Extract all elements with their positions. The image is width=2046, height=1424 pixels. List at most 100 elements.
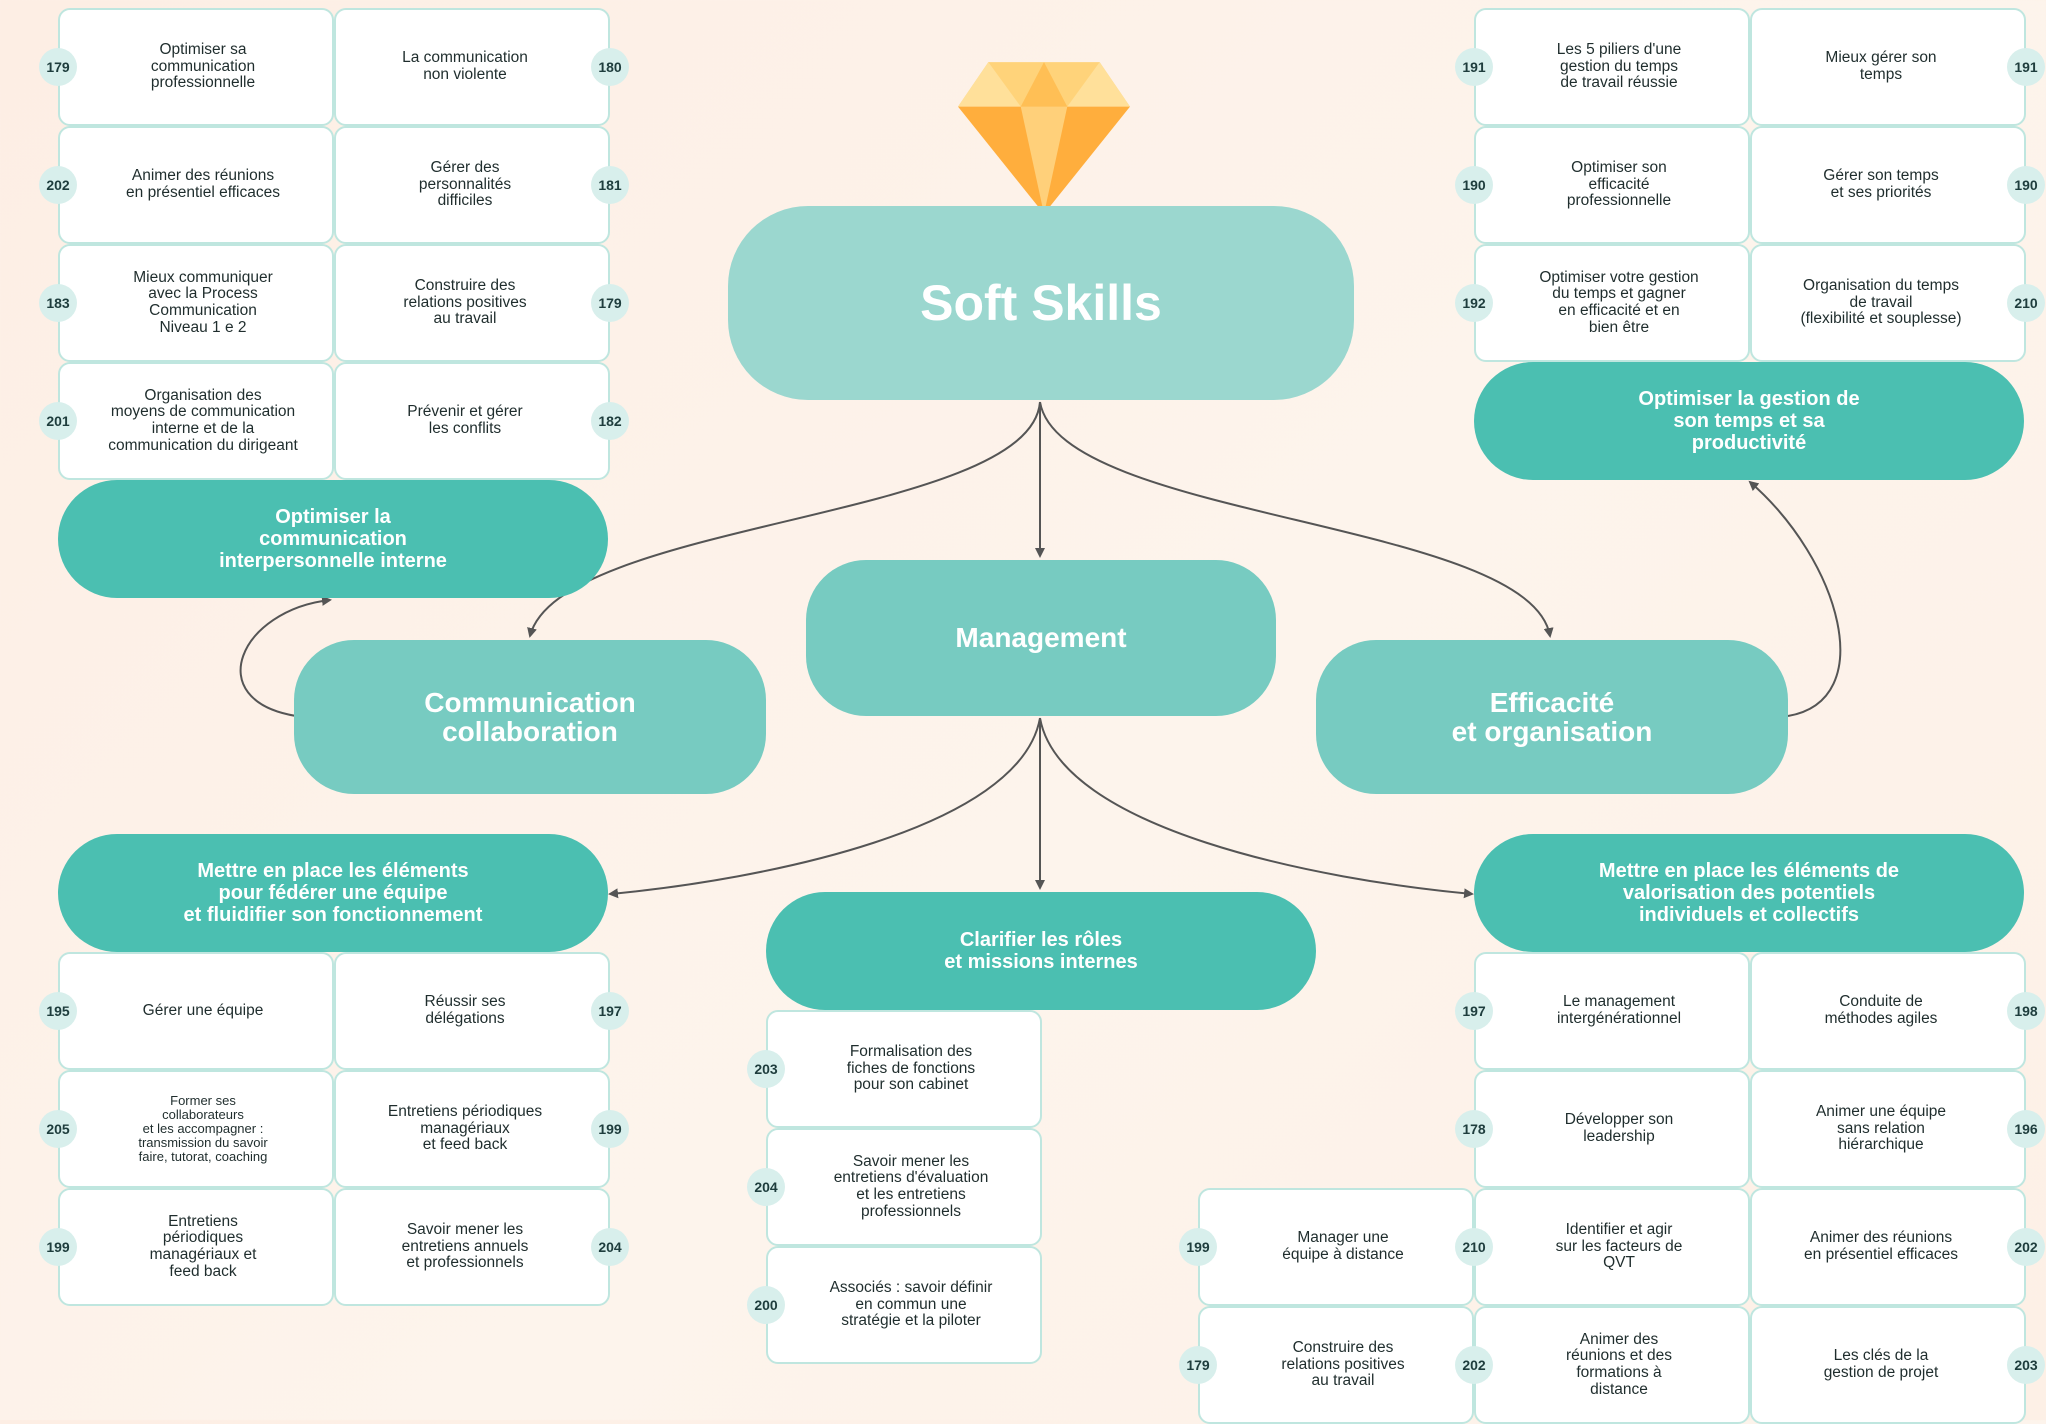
training-title: Animer des réunions en présentiel effica… — [1804, 1229, 1958, 1263]
training-card[interactable]: Mieux communiquer avec la Process Commun… — [58, 244, 334, 362]
training-title: Gérer des personnalités difficiles — [418, 158, 512, 210]
training-title: Gérer une équipe — [142, 1001, 264, 1019]
training-card[interactable]: Former ses collaborateurs et les accompa… — [58, 1070, 334, 1188]
training-card[interactable]: Le management intergénérationnel — [1474, 952, 1750, 1070]
training-card[interactable]: Prévenir et gérer les conflits — [334, 362, 610, 480]
group-title-text: Mettre en place les éléments de valorisa… — [1598, 860, 1900, 926]
training-title: Mieux communiquer avec la Process Commun… — [133, 268, 273, 336]
training-card[interactable]: Entretiens périodiques managériaux et fe… — [58, 1188, 334, 1306]
training-title: Le management intergénérationnel — [1556, 993, 1682, 1027]
training-title: Mieux gérer son temps — [1825, 49, 1937, 83]
training-card[interactable]: Construire des relations positives au tr… — [1198, 1306, 1474, 1424]
page-number-badge: 182 — [591, 402, 629, 440]
page-number-badge: 204 — [747, 1168, 785, 1206]
page-number-badge: 199 — [39, 1228, 77, 1266]
branch-management[interactable]: Management — [806, 560, 1276, 716]
training-card[interactable]: Animer une équipe sans relation hiérarch… — [1750, 1070, 2026, 1188]
training-title: Organisation du temps de travail (flexib… — [1800, 276, 1962, 328]
training-card[interactable]: Réussir ses délégations — [334, 952, 610, 1070]
training-card[interactable]: Construire des relations positives au tr… — [334, 244, 610, 362]
page-number-badge: 199 — [591, 1110, 629, 1148]
page-number-badge: 210 — [1455, 1228, 1493, 1266]
training-card[interactable]: Formalisation des fiches de fonctions po… — [766, 1010, 1042, 1128]
page-number-badge: 179 — [591, 284, 629, 322]
training-card[interactable]: Animer des réunions et des formations à … — [1474, 1306, 1750, 1424]
training-card[interactable]: Les 5 piliers d'une gestion du temps de … — [1474, 8, 1750, 126]
page-number-badge: 199 — [1179, 1228, 1217, 1266]
training-title: Les 5 piliers d'une gestion du temps de … — [1556, 40, 1682, 92]
training-title: Construire des relations positives au tr… — [1281, 1338, 1405, 1390]
training-card[interactable]: La communication non violente — [334, 8, 610, 126]
training-card[interactable]: Savoir mener les entretiens d'évaluation… — [766, 1128, 1042, 1246]
training-card[interactable]: Animer des réunions en présentiel effica… — [58, 126, 334, 244]
training-card[interactable]: Savoir mener les entretiens annuels et p… — [334, 1188, 610, 1306]
page-number-badge: 181 — [591, 166, 629, 204]
page-number-badge: 210 — [2007, 284, 2045, 322]
root-node-soft-skills[interactable]: Soft Skills — [728, 206, 1354, 400]
branch-label: Efficacité et organisation — [1451, 686, 1653, 747]
training-card[interactable]: Les clés de la gestion de projet — [1750, 1306, 2026, 1424]
page-number-badge: 202 — [1455, 1346, 1493, 1384]
page-number-badge: 183 — [39, 284, 77, 322]
group-title-valo[interactable]: Mettre en place les éléments de valorisa… — [1474, 834, 2024, 952]
training-card[interactable]: Gérer une équipe — [58, 952, 334, 1070]
training-card[interactable]: Optimiser votre gestion du temps et gagn… — [1474, 244, 1750, 362]
training-title: Former ses collaborateurs et les accompa… — [138, 1092, 268, 1165]
training-card[interactable]: Animer des réunions en présentiel effica… — [1750, 1188, 2026, 1306]
training-card[interactable]: Associés : savoir définir en commun une … — [766, 1246, 1042, 1364]
training-card[interactable]: Optimiser son efficacité professionnelle — [1474, 126, 1750, 244]
training-card[interactable]: Organisation des moyens de communication… — [58, 362, 334, 480]
group-title-temps[interactable]: Optimiser la gestion de son temps et sa … — [1474, 362, 2024, 480]
group-title-roles[interactable]: Clarifier les rôles et missions internes — [766, 892, 1316, 1010]
training-card[interactable]: Entretiens périodiques managériaux et fe… — [334, 1070, 610, 1188]
training-title: Animer une équipe sans relation hiérarch… — [1815, 1102, 1947, 1154]
training-title: Conduite de méthodes agiles — [1824, 993, 1938, 1027]
training-title: Formalisation des fiches de fonctions po… — [846, 1042, 976, 1094]
page-number-badge: 180 — [591, 48, 629, 86]
training-title: Manager une équipe à distance — [1282, 1229, 1404, 1263]
group-title-text: Optimiser la communication interpersonne… — [219, 506, 447, 572]
training-card[interactable]: Gérer son temps et ses priorités — [1750, 126, 2026, 244]
training-card[interactable]: Gérer des personnalités difficiles — [334, 126, 610, 244]
training-title: Réussir ses délégations — [424, 993, 506, 1027]
training-title: Organisation des moyens de communication… — [108, 386, 298, 454]
training-title: Animer des réunions et des formations à … — [1566, 1330, 1672, 1398]
training-card[interactable]: Mieux gérer son temps — [1750, 8, 2026, 126]
training-card[interactable]: Optimiser sa communication professionnel… — [58, 8, 334, 126]
page-number-badge: 202 — [39, 166, 77, 204]
branch-label: Management — [955, 622, 1127, 654]
page-number-badge: 198 — [2007, 992, 2045, 1030]
group-title-equipe[interactable]: Mettre en place les éléments pour fédére… — [58, 834, 608, 952]
page-number-badge: 190 — [1455, 166, 1493, 204]
root-title: Soft Skills — [920, 275, 1162, 331]
page-number-badge: 178 — [1455, 1110, 1493, 1148]
training-title: Construire des relations positives au tr… — [403, 276, 527, 328]
training-title: Savoir mener les entretiens d'évaluation… — [833, 1152, 989, 1220]
page-number-badge: 203 — [747, 1050, 785, 1088]
page-number-badge: 191 — [1455, 48, 1493, 86]
page-number-badge: 201 — [39, 402, 77, 440]
branch-communication[interactable]: Communication collaboration — [294, 640, 766, 794]
page-number-badge: 203 — [2007, 1346, 2045, 1384]
training-title: Entretiens périodiques managériaux et fe… — [387, 1102, 543, 1154]
arrow-management-equipe — [608, 717, 1041, 899]
training-title: Animer des réunions en présentiel effica… — [126, 167, 280, 201]
page-number-badge: 197 — [1455, 992, 1493, 1030]
training-card[interactable]: Conduite de méthodes agiles — [1750, 952, 2026, 1070]
page-number-badge: 192 — [1455, 284, 1493, 322]
page-number-badge: 197 — [591, 992, 629, 1030]
group-title-comm[interactable]: Optimiser la communication interpersonne… — [58, 480, 608, 598]
training-title: Développer son leadership — [1564, 1111, 1674, 1145]
training-title: Gérer son temps et ses priorités — [1823, 167, 1939, 201]
branch-efficacite[interactable]: Efficacité et organisation — [1316, 640, 1788, 794]
training-card[interactable]: Développer son leadership — [1474, 1070, 1750, 1188]
training-card[interactable]: Identifier et agir sur les facteurs de Q… — [1474, 1188, 1750, 1306]
training-card[interactable]: Manager une équipe à distance — [1198, 1188, 1474, 1306]
diamond-icon — [958, 62, 1130, 214]
group-title-text: Optimiser la gestion de son temps et sa … — [1638, 388, 1860, 454]
training-title: Optimiser son efficacité professionnelle — [1566, 158, 1672, 210]
page-number-badge: 202 — [2007, 1228, 2045, 1266]
page-number-badge: 196 — [2007, 1110, 2045, 1148]
training-card[interactable]: Organisation du temps de travail (flexib… — [1750, 244, 2026, 362]
